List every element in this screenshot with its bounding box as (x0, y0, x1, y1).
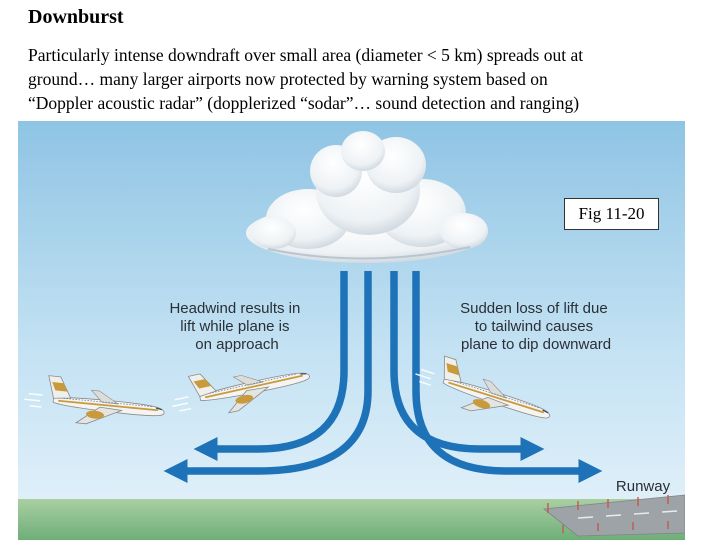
downdraft-arrows (163, 271, 603, 484)
left-caption: Headwind results in lift while plane is … (169, 300, 304, 353)
intro-line: ground… many larger airports now protect… (28, 69, 548, 89)
figure-label: Fig 11-20 (564, 198, 659, 230)
arrow-icon (412, 271, 603, 484)
intro-line: Particularly intense downdraft over smal… (28, 45, 584, 65)
cloud-icon (246, 131, 488, 263)
downburst-diagram: Headwind results in lift while plane is … (18, 121, 685, 540)
ground (18, 499, 685, 540)
arrow-icon (390, 271, 545, 462)
intro-line: “Doppler acoustic radar” (dopplerized “s… (28, 93, 580, 113)
intro-text: Particularly intense downdraft over smal… (28, 43, 688, 115)
runway-label: Runway (616, 478, 671, 495)
slide-title: Downburst (28, 6, 124, 28)
arrow-icon (163, 271, 372, 484)
arrow-icon (193, 271, 348, 462)
runway-lights (547, 495, 669, 533)
right-caption: Sudden loss of lift due to tailwind caus… (460, 300, 612, 353)
runway-markings (577, 510, 678, 519)
